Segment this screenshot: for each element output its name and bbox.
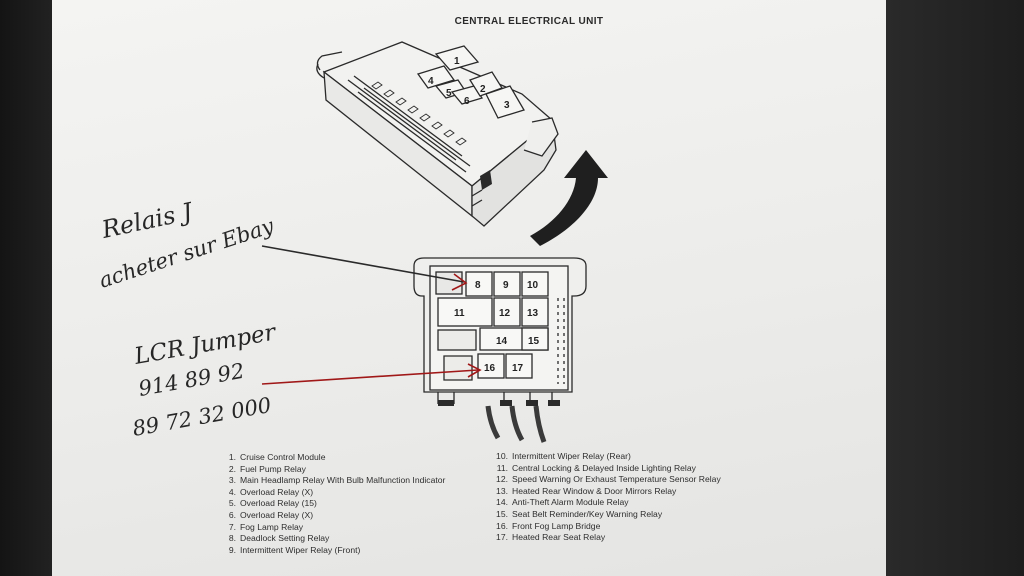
lower-unit-drawing: [413, 257, 587, 443]
direction-arrow-icon: [530, 150, 608, 246]
legend-item: 6.Overload Relay (X): [228, 509, 314, 520]
legend-list-left: 1.Cruise Control Module 2.Fuel Pump Rela…: [220, 452, 446, 556]
legend-item: 2.Fuel Pump Relay: [228, 463, 306, 474]
legend-item: 12.Speed Warning Or Exhaust Temperature …: [496, 474, 721, 485]
top-unit-drawing: [316, 41, 559, 227]
relay-label-15: 15: [528, 336, 540, 347]
relay-label-13: 13: [527, 308, 539, 319]
relay-label-8: 8: [475, 280, 481, 291]
note-part-number-2: 89 72 32 000: [131, 393, 273, 441]
legend-item: 7.Fog Lamp Relay: [228, 521, 304, 532]
handwritten-arrows: [261, 245, 482, 385]
relay-label-16: 16: [484, 363, 496, 374]
page-title: CENTRAL ELECTRICAL UNIT: [454, 16, 604, 27]
relay-label-11: 11: [454, 308, 465, 319]
note-lcr-jumper: LCR Jumper: [132, 319, 280, 370]
legend-item: 13.Heated Rear Window & Door Mirrors Rel…: [496, 485, 677, 496]
legend-item: 5.Overload Relay (15): [228, 498, 317, 509]
arrow-head-red-icon: [467, 363, 482, 378]
relay-label-6: 6: [464, 96, 470, 107]
relay-label-1: 1: [454, 56, 460, 67]
legend-item: 1.Cruise Control Module: [228, 452, 326, 462]
legend-item: 10.Intermittent Wiper Relay (Rear): [496, 451, 631, 461]
legend-item: 15.Seat Belt Reminder/Key Warning Relay: [496, 508, 663, 519]
paper-sheet: CENTRAL ELECTRICAL UNIT: [52, 0, 886, 576]
legend-item: 4.Overload Relay (X): [228, 486, 314, 497]
arrow-to-relay-16: [261, 369, 479, 385]
top-unit-labels: 1 2 3 4 5 6: [428, 56, 510, 111]
background-right: [884, 0, 1024, 576]
legend-item: 11.Central Locking & Delayed Inside Ligh…: [496, 462, 696, 473]
handwritten-notes: Relais J acheter sur Ebay LCR Jumper 914…: [96, 197, 279, 441]
lower-unit-labels: 8 9 10 11 12 13 14 15 16 17: [454, 280, 540, 374]
relay-label-10: 10: [527, 280, 539, 291]
relay-label-2: 2: [480, 84, 486, 95]
arrow-to-relay-8: [261, 245, 465, 283]
arrow-head-red-icon: [451, 273, 468, 291]
legend-item: 16.Front Fog Lamp Bridge: [496, 520, 601, 531]
relay-label-12: 12: [499, 308, 511, 319]
relay-label-9: 9: [503, 280, 509, 291]
relay-label-3: 3: [504, 100, 510, 111]
relay-label-14: 14: [496, 336, 508, 347]
legend-item: 3.Main Headlamp Relay With Bulb Malfunct…: [228, 475, 446, 486]
unit-diagram: 1 2 3 4 5 6: [96, 41, 608, 443]
background-left: [0, 0, 58, 576]
legend-item: 17.Heated Rear Seat Relay: [496, 532, 606, 543]
legend-item: 8.Deadlock Setting Relay: [228, 533, 330, 544]
relay-label-17: 17: [512, 363, 524, 374]
relay-label-4: 4: [428, 76, 434, 87]
note-relais-j: Relais J: [98, 197, 196, 244]
legend-item: 14.Anti-Theft Alarm Module Relay: [496, 497, 629, 508]
legend-list-right: 10.Intermittent Wiper Relay (Rear) 11.Ce…: [492, 451, 721, 544]
legend-item: 9.Intermittent Wiper Relay (Front): [228, 544, 361, 555]
relay-label-5: 5: [446, 88, 452, 99]
